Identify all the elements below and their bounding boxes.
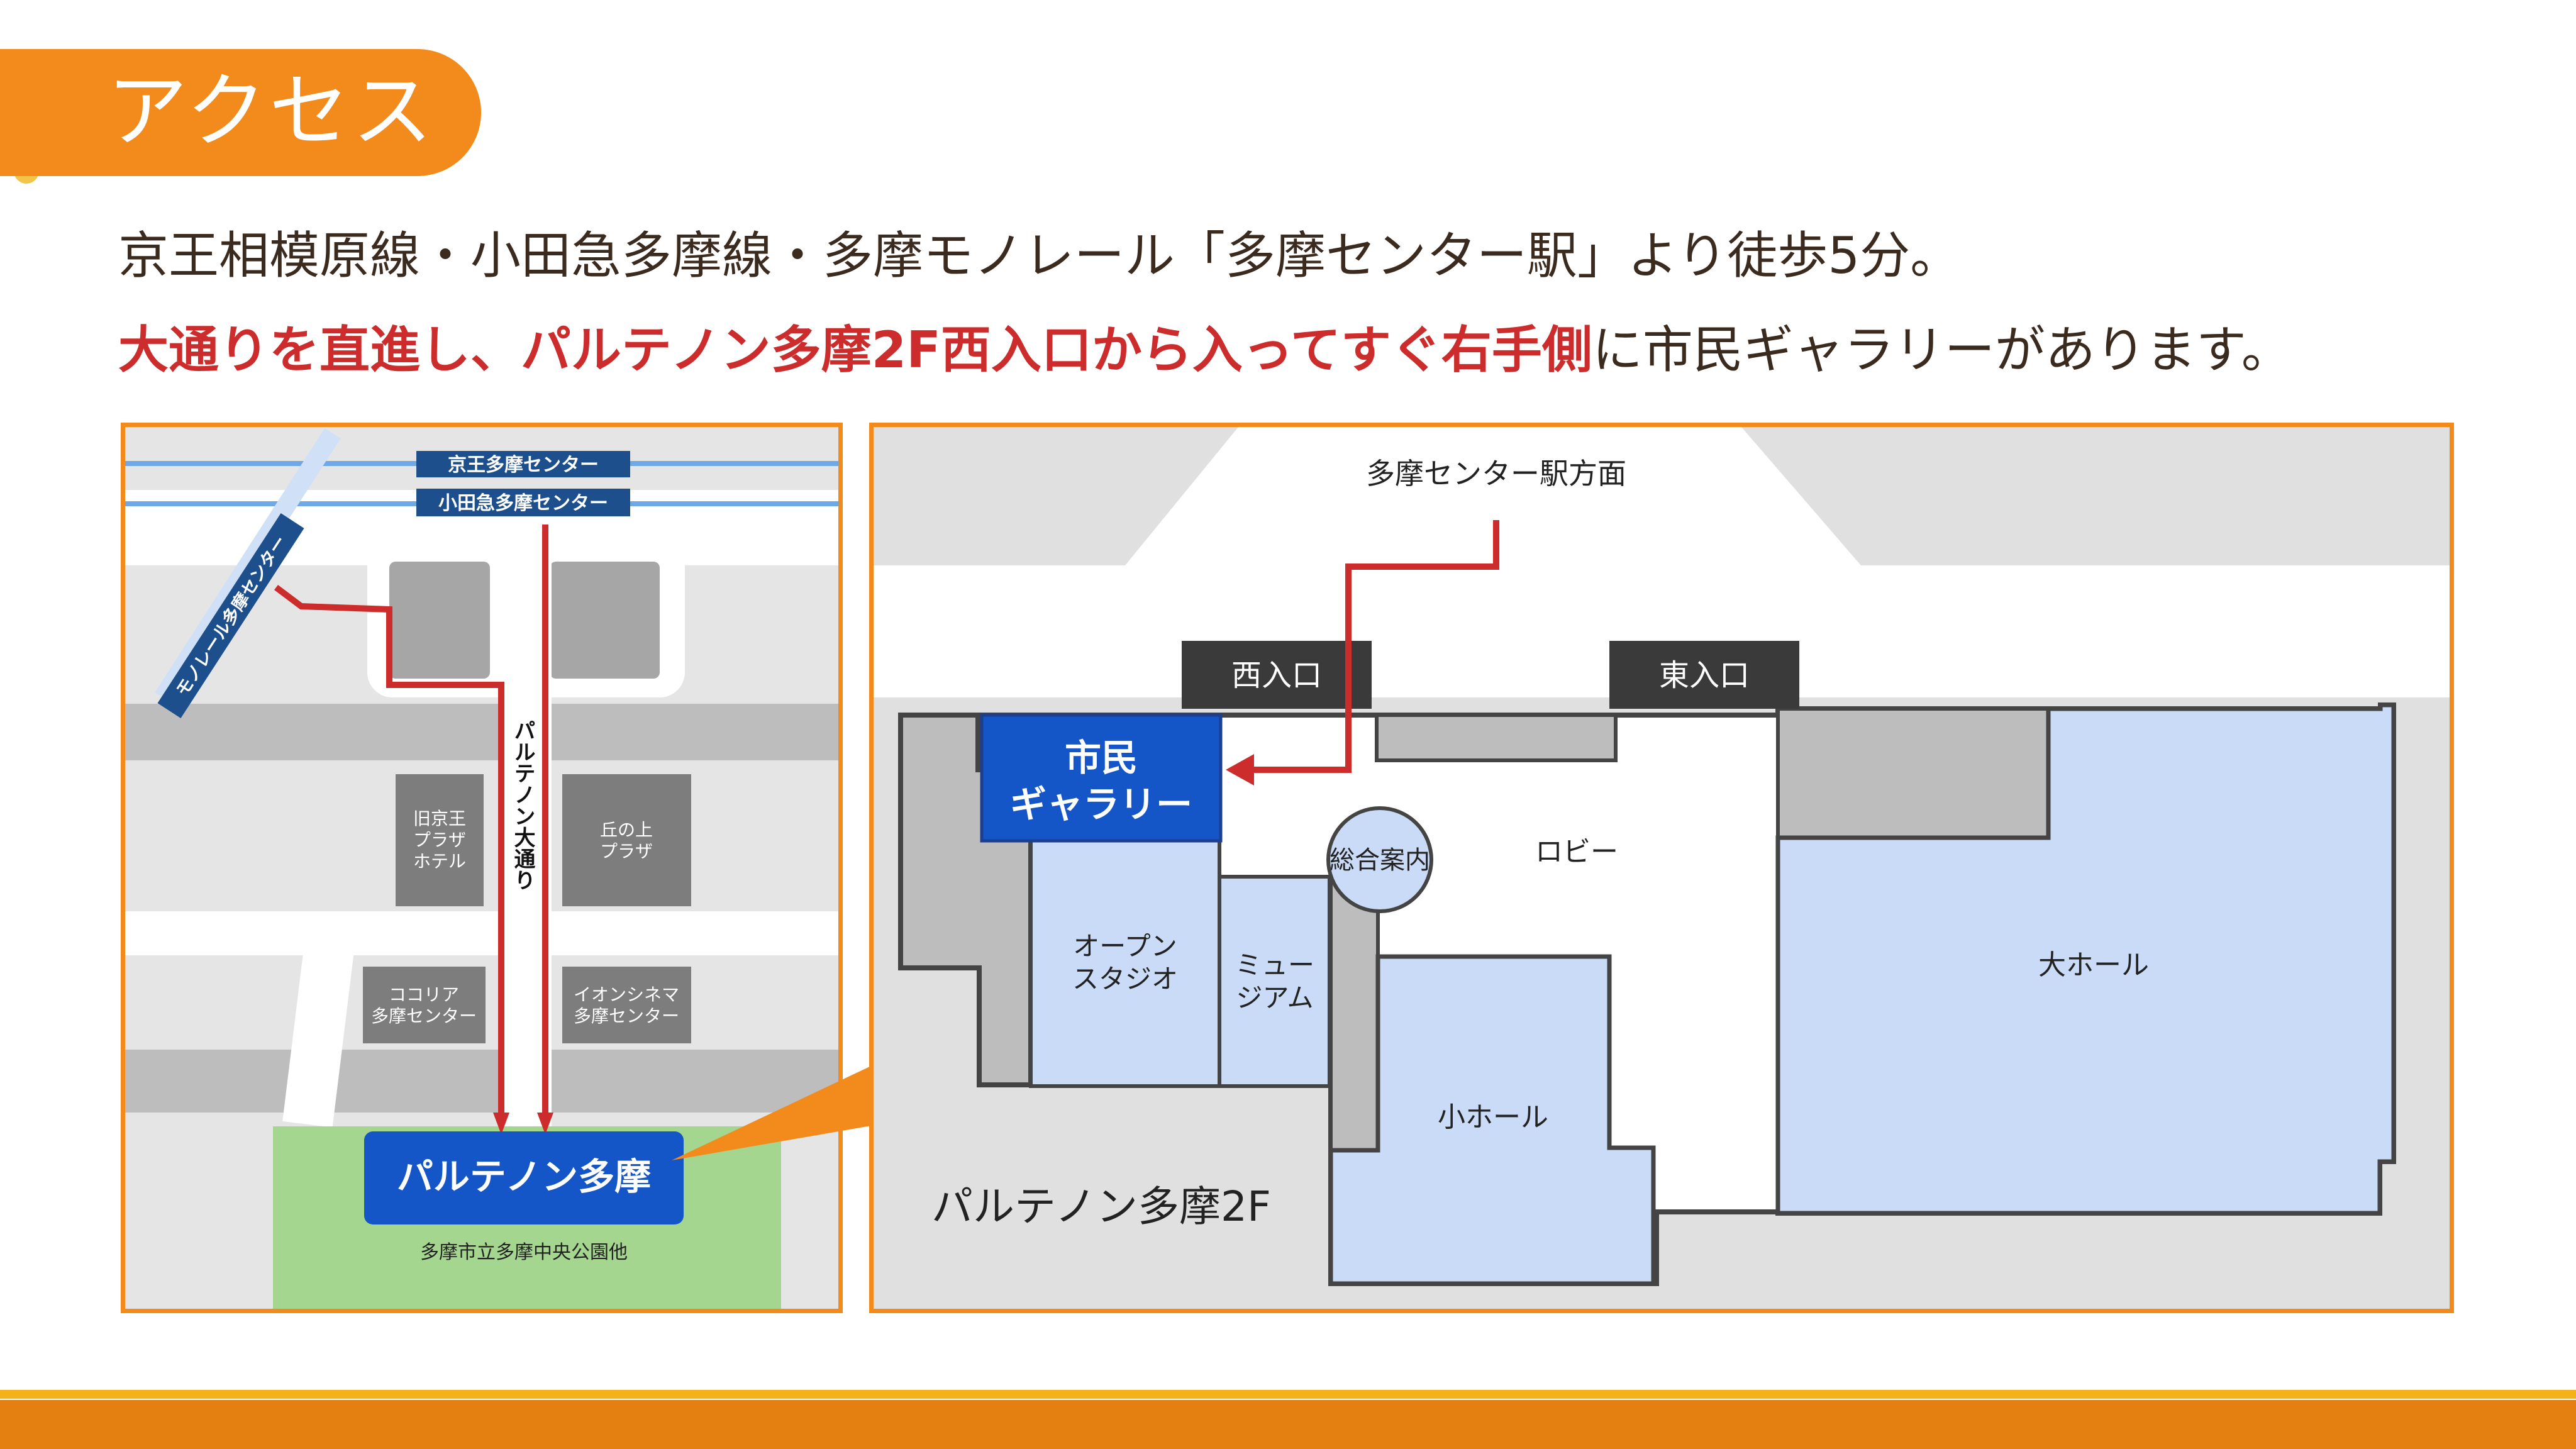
intro-rest: に市民ギャラリーがあります。 bbox=[1592, 321, 2292, 379]
station-odakyu-label: 小田急多摩センター bbox=[438, 492, 608, 514]
keio-plaza-line3: ホテル bbox=[413, 851, 466, 872]
cocoria-line2: 多摩センター bbox=[371, 1006, 477, 1026]
gallery-line1: 市民 bbox=[1065, 736, 1138, 779]
building-aeon bbox=[562, 967, 691, 1043]
aeon-line1: イオンシネマ bbox=[574, 984, 679, 1005]
building-cocoria bbox=[363, 967, 486, 1043]
lobby-label: ロビー bbox=[1535, 836, 1618, 868]
floor-map-panel: 多摩センター駅方面 西入口 東入口 市民 ギャラリー 総合案内 ロビー オープン… bbox=[869, 423, 2454, 1313]
floor-route bbox=[1251, 520, 1499, 773]
route-arrow-1 bbox=[493, 1113, 509, 1135]
plaza-area bbox=[874, 427, 2450, 697]
information-label: 総合案内 bbox=[1330, 846, 1430, 875]
small-hall-room bbox=[1328, 954, 1656, 1286]
west-entrance-label: 西入口 bbox=[1231, 658, 1322, 693]
gallery-line2: ギャラリー bbox=[1010, 783, 1192, 826]
side-road-left bbox=[282, 915, 358, 1128]
keio-plaza-line1: 旧京王 bbox=[413, 808, 466, 829]
east-entrance-label: 東入口 bbox=[1659, 658, 1750, 693]
okanoue-line1: 丘の上 bbox=[600, 819, 653, 840]
cocoria-line1: ココリア bbox=[389, 984, 459, 1005]
building-keio-plaza bbox=[396, 774, 484, 906]
museum-line1: ミュー bbox=[1235, 950, 1314, 980]
intro-line-1: 京王相模原線・小田急多摩線・多摩モノレール「多摩センター駅」より徒歩5分。 bbox=[118, 226, 1961, 285]
floor-title: パルテノン多摩2F bbox=[931, 1182, 1271, 1231]
large-hall-room bbox=[1775, 702, 2396, 1216]
park-label: 多摩市立多摩中央公園他 bbox=[420, 1241, 628, 1263]
footer-accent-line bbox=[0, 1390, 2576, 1399]
building-block-b bbox=[550, 562, 660, 679]
museum-line2: ジアム bbox=[1236, 982, 1313, 1013]
monorail-sign bbox=[157, 513, 304, 718]
keio-plaza-line2: プラザ bbox=[413, 830, 466, 850]
avenue-label: パルテノン大通り bbox=[510, 719, 535, 891]
open-studio-room bbox=[1029, 837, 1221, 1088]
destination-label: パルテノン多摩 bbox=[397, 1155, 651, 1198]
route-arrow-2 bbox=[537, 1113, 553, 1135]
road-band-1 bbox=[125, 704, 838, 760]
pillar-column bbox=[1329, 875, 1380, 1152]
intro-line-2: 大通りを直進し、パルテノン多摩2F西入口から入ってすぐ右手側に市民ギャラリーがあ… bbox=[118, 316, 2292, 385]
intro-highlight: 大通りを直進し、パルテノン多摩2F西入口から入ってすぐ右手側 bbox=[118, 321, 1592, 379]
open-studio-line2: スタジオ bbox=[1072, 963, 1178, 994]
station-sign-keio bbox=[416, 451, 630, 477]
destination-box bbox=[364, 1131, 684, 1224]
building-okanoue bbox=[562, 774, 691, 906]
floor-route-arrow bbox=[1226, 754, 1254, 786]
station-keio-label: 京王多摩センター bbox=[448, 454, 599, 476]
title-pill bbox=[0, 49, 481, 176]
okanoue-line2: プラザ bbox=[600, 841, 653, 862]
west-entrance-box bbox=[1182, 641, 1372, 709]
information-desk bbox=[1326, 806, 1433, 913]
gallery-room bbox=[980, 713, 1223, 843]
small-hall-label: 小ホール bbox=[1438, 1101, 1548, 1133]
east-entrance-box bbox=[1609, 641, 1799, 709]
building-block-a bbox=[389, 562, 490, 679]
road-white-middle bbox=[125, 911, 838, 955]
large-hall-label: 大ホール bbox=[2038, 949, 2149, 981]
east-wing-grey bbox=[1776, 707, 2050, 840]
page-title: アクセス bbox=[107, 65, 435, 158]
floor-map: 多摩センター駅方面 西入口 東入口 市民 ギャラリー 総合案内 ロビー オープン… bbox=[874, 427, 2450, 1309]
open-studio-line1: オープン bbox=[1073, 931, 1177, 962]
area-map-panel: 京王多摩センター 小田急多摩センター モノレール多摩センター パルテノン大通り … bbox=[121, 423, 843, 1313]
aeon-line2: 多摩センター bbox=[574, 1006, 679, 1026]
upper-bar bbox=[1375, 713, 1618, 762]
direction-label: 多摩センター駅方面 bbox=[1366, 457, 1626, 491]
road-band-2 bbox=[125, 1050, 838, 1113]
route-from-monorail bbox=[274, 585, 504, 1125]
area-map: 京王多摩センター 小田急多摩センター モノレール多摩センター パルテノン大通り … bbox=[125, 427, 838, 1309]
museum-room bbox=[1218, 875, 1331, 1088]
station-sign-odakyu bbox=[416, 489, 630, 516]
footer-bar bbox=[0, 1400, 2576, 1449]
